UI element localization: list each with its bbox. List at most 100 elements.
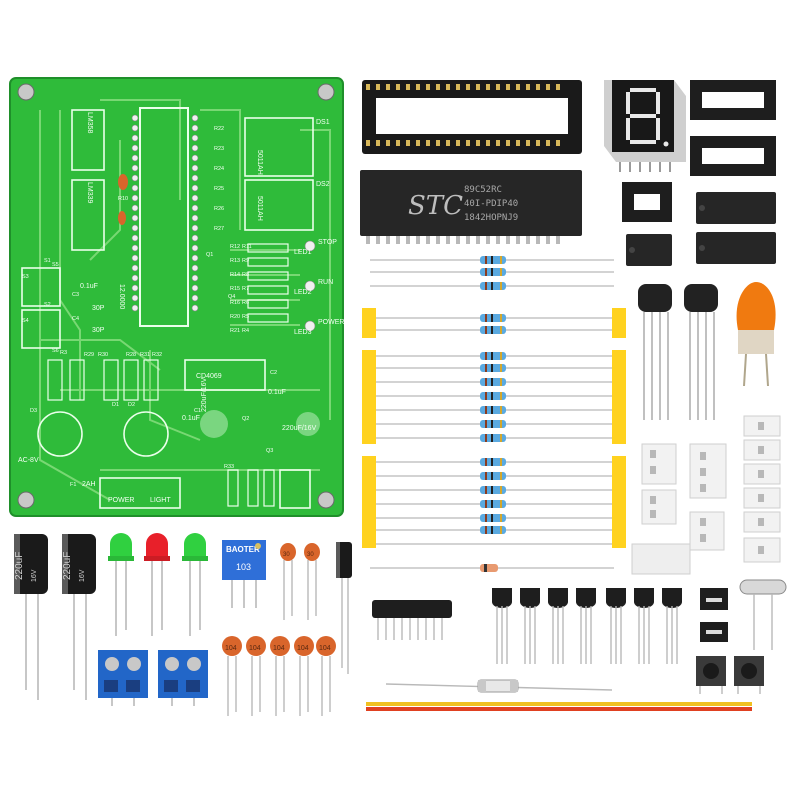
cap-voltage: 16V xyxy=(79,569,86,582)
stc-mcu-chip: STC 89C52RC 40I-PDIP40 1842HOPNJ9 xyxy=(360,170,582,244)
dip8-socket xyxy=(622,182,672,222)
silk-ref: R8 xyxy=(242,272,249,278)
silk-ref: Q4 xyxy=(228,294,235,300)
ceramic-value: 104 xyxy=(319,645,331,652)
ceramic-value: 104 xyxy=(249,645,261,652)
silk-ref: R14 xyxy=(230,272,240,278)
silk-led3-label: LED3 xyxy=(294,329,312,336)
electrolytic-capacitor-small xyxy=(336,542,352,674)
silk-lm358-label: LM358 xyxy=(86,112,93,134)
silk-cap2-label: 220uF/16V xyxy=(282,425,317,432)
indicator-bulb xyxy=(736,282,776,387)
cap-value: 220uF xyxy=(62,552,73,580)
ceramic-value: 104 xyxy=(297,645,309,652)
silk-ref: R22 xyxy=(214,126,224,132)
silk-ref: F1 xyxy=(70,482,76,488)
dip14-socket xyxy=(690,80,776,120)
silk-ref: R10 xyxy=(118,196,128,202)
screw-terminal xyxy=(98,650,148,706)
ceramic-capacitor: 104 xyxy=(270,636,290,716)
ceramic-capacitor: 104 xyxy=(246,636,266,716)
crystal-oscillator xyxy=(739,579,787,650)
dip14-socket xyxy=(690,136,776,176)
silk-ref: D3 xyxy=(30,408,37,414)
silk-ref: R6 xyxy=(242,300,249,306)
silk-ref: R26 xyxy=(214,206,224,212)
resistor-strip xyxy=(362,256,626,572)
ceramic-capacitor: 104 xyxy=(294,636,314,716)
silk-ref: C4 xyxy=(72,316,79,322)
silk-ref: R27 xyxy=(214,226,224,232)
trimmer-potentiometer: BAOTER 103 xyxy=(222,540,266,608)
hookup-wire xyxy=(366,702,752,711)
silk-lm339-label: LM339 xyxy=(86,182,93,204)
resistor-network xyxy=(372,600,452,640)
silk-30p-b-label: 30P xyxy=(92,327,105,334)
silk-ref: R24 xyxy=(214,166,224,172)
silk-ds2-label: DS2 xyxy=(316,181,330,188)
pcb-board: STOP RUN POWER LED1 LED2 LED3 DS1 DS2 50… xyxy=(9,77,344,517)
silk-ref: R33 xyxy=(224,464,234,470)
silk-ref: C3 xyxy=(72,292,79,298)
ceramic-value: 30 xyxy=(283,552,290,558)
silk-ref: R15 xyxy=(230,286,240,292)
silk-ref: R9 xyxy=(242,258,249,264)
silk-ref: Q3 xyxy=(266,448,273,454)
silk-ref: R3 xyxy=(60,350,67,356)
silk-power-label: POWER xyxy=(318,319,344,326)
silk-ref: R25 xyxy=(214,186,224,192)
ceramic-capacitor-small: 30 xyxy=(280,543,296,620)
electrolytic-capacitor: 220uF 16V xyxy=(14,534,48,700)
dip14-ic xyxy=(696,192,776,224)
pin-header-connectors xyxy=(631,415,781,575)
chip-model: 89C52RC xyxy=(464,185,502,195)
ceramic-value: 104 xyxy=(273,645,285,652)
silk-ref: S4 xyxy=(22,318,29,324)
silk-fuse-label: 2AH xyxy=(82,481,96,488)
silk-ref: Q1 xyxy=(206,252,213,258)
ceramic-capacitor: 104 xyxy=(316,636,336,716)
bridge-rectifier xyxy=(638,284,672,420)
ceramic-capacitor-small: 30 xyxy=(304,543,320,620)
silk-led2-label: LED2 xyxy=(294,289,312,296)
chip-brand: STC xyxy=(408,191,463,221)
screw-terminal xyxy=(158,650,208,706)
dip8-ic xyxy=(626,234,672,266)
silk-ref: R12 xyxy=(230,244,240,250)
ceramic-capacitor: 104 xyxy=(222,636,242,716)
silk-ref: S6 xyxy=(52,348,59,354)
silk-ref: Q2 xyxy=(242,416,249,422)
transistor-row xyxy=(492,588,682,664)
silk-light-label: LIGHT xyxy=(150,497,171,504)
silk-ref: R5 xyxy=(242,314,249,320)
cap-voltage: 16V xyxy=(31,569,38,582)
silk-ref: C1 xyxy=(194,408,201,414)
silk-ref: R13 xyxy=(230,258,240,264)
silk-ref: R21 xyxy=(230,328,240,334)
smd-component xyxy=(700,622,728,642)
trimmer-brand: BAOTER xyxy=(226,545,260,554)
silk-ref: S3 xyxy=(22,274,29,280)
silk-ref: S5 xyxy=(52,262,59,268)
chip-lot: 1842HOPNJ9 xyxy=(464,213,518,223)
silk-cap1-label: 220uF/16V xyxy=(201,377,208,412)
silk-ref: R28 xyxy=(126,352,136,358)
cap-value: 220uF xyxy=(14,552,25,580)
silk-seg1-part: 5011AH xyxy=(256,150,263,175)
silk-ref: R7 xyxy=(242,286,249,292)
bridge-rectifier xyxy=(684,284,718,420)
ceramic-value: 104 xyxy=(225,645,237,652)
green-led xyxy=(108,533,134,636)
silk-cd4069-label: CD4069 xyxy=(196,373,222,380)
silk-ref: R30 xyxy=(98,352,108,358)
seven-segment-display xyxy=(604,80,686,172)
chip-package: 40I-PDIP40 xyxy=(464,199,518,209)
silk-01uf-a-label: 0.1uF xyxy=(80,283,98,290)
silk-ref: S1 xyxy=(44,258,51,264)
silk-30p-a-label: 30P xyxy=(92,305,105,312)
silk-ref: R29 xyxy=(84,352,94,358)
silk-ref: S2 xyxy=(44,302,51,308)
trimmer-value: 103 xyxy=(236,562,251,572)
silk-ref: R23 xyxy=(214,146,224,152)
